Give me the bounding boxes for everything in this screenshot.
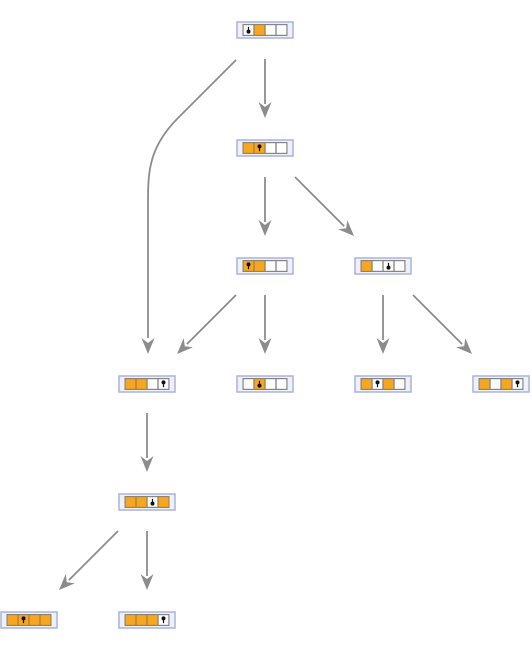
- edge-line: [186, 294, 237, 345]
- edge-line: [412, 294, 463, 345]
- arrowhead: [140, 574, 154, 590]
- edge-n1-n2: [258, 177, 272, 236]
- tape-cell-orange: [361, 260, 372, 272]
- tape-cell-orange: [254, 260, 265, 272]
- arrowhead: [258, 338, 272, 354]
- tape-cell-white: [372, 260, 383, 272]
- edge-n3-n7: [412, 294, 472, 354]
- head-down-icon: [386, 262, 391, 270]
- edge-line: [68, 530, 119, 581]
- head-down-icon: [150, 498, 155, 506]
- edge-n8-n10: [140, 531, 154, 590]
- tape-cell-orange: [243, 142, 254, 154]
- tape-cell-orange: [501, 378, 512, 390]
- tape-cell-orange: [361, 378, 372, 390]
- head-up-icon: [246, 262, 251, 270]
- tape-cell-orange: [136, 378, 147, 390]
- tape-cell-white: [265, 142, 276, 154]
- head-up-icon: [515, 380, 520, 388]
- state-node-n10: [118, 611, 176, 629]
- head-up-icon: [161, 380, 166, 388]
- head-up-icon: [161, 616, 166, 624]
- head-down-icon: [257, 380, 262, 388]
- edge-n4-n8: [140, 413, 154, 472]
- state-node-n3: [354, 257, 412, 275]
- tape-cell-orange: [136, 496, 147, 508]
- state-node-n1: [236, 139, 294, 157]
- state-node-n5: [236, 375, 294, 393]
- tape-cell-white: [276, 260, 287, 272]
- edge-n2-n5: [258, 295, 272, 354]
- arrowhead: [258, 220, 272, 236]
- nodes-layer: [0, 21, 530, 629]
- tape-cell-orange: [125, 496, 136, 508]
- edges-layer: [59, 59, 472, 590]
- arrowhead: [338, 220, 354, 236]
- edge-n0-n4: [141, 59, 237, 354]
- tape-cell-white: [276, 378, 287, 390]
- edge-n1-n3: [294, 176, 354, 236]
- tape-cell-white: [265, 260, 276, 272]
- edge-line: [294, 176, 345, 227]
- state-node-n2: [236, 257, 294, 275]
- edge-n2-n4: [177, 294, 237, 354]
- tape-cell-white: [243, 378, 254, 390]
- tape-cell-white: [276, 24, 287, 36]
- head-down-icon: [246, 26, 251, 34]
- head-up-icon: [375, 380, 380, 388]
- arrowhead: [258, 102, 272, 118]
- arrowhead: [140, 456, 154, 472]
- head-up-icon: [257, 144, 262, 152]
- tape-cell-orange: [125, 614, 136, 626]
- edge-n8-n9: [59, 530, 119, 590]
- edge-line: [147, 59, 237, 338]
- tape-cell-white: [147, 378, 158, 390]
- tape-cell-orange: [147, 614, 158, 626]
- tape-cell-orange: [125, 378, 136, 390]
- tape-cell-orange: [383, 378, 394, 390]
- arrowhead: [456, 338, 472, 354]
- tape-cell-orange: [158, 496, 169, 508]
- tape-cell-white: [394, 260, 405, 272]
- state-node-n8: [118, 493, 176, 511]
- tape-cell-orange: [40, 614, 51, 626]
- arrowhead: [59, 574, 75, 590]
- arrowhead: [141, 338, 155, 354]
- tape-cell-orange: [479, 378, 490, 390]
- tape-cell-white: [265, 378, 276, 390]
- state-node-n9: [0, 611, 58, 629]
- tape-cell-orange: [7, 614, 18, 626]
- head-up-icon: [21, 616, 26, 624]
- tape-cell-orange: [136, 614, 147, 626]
- state-node-n6: [354, 375, 412, 393]
- tape-cell-white: [276, 142, 287, 154]
- state-node-n4: [118, 375, 176, 393]
- arrowhead: [177, 338, 193, 354]
- state-node-n7: [472, 375, 530, 393]
- state-node-n0: [236, 21, 294, 39]
- edge-n3-n6: [376, 295, 390, 354]
- tape-cell-white: [490, 378, 501, 390]
- tape-cell-orange: [254, 24, 265, 36]
- arrowhead: [376, 338, 390, 354]
- tape-cell-orange: [29, 614, 40, 626]
- tape-cell-white: [265, 24, 276, 36]
- tape-cell-white: [394, 378, 405, 390]
- edge-n0-n1: [258, 59, 272, 118]
